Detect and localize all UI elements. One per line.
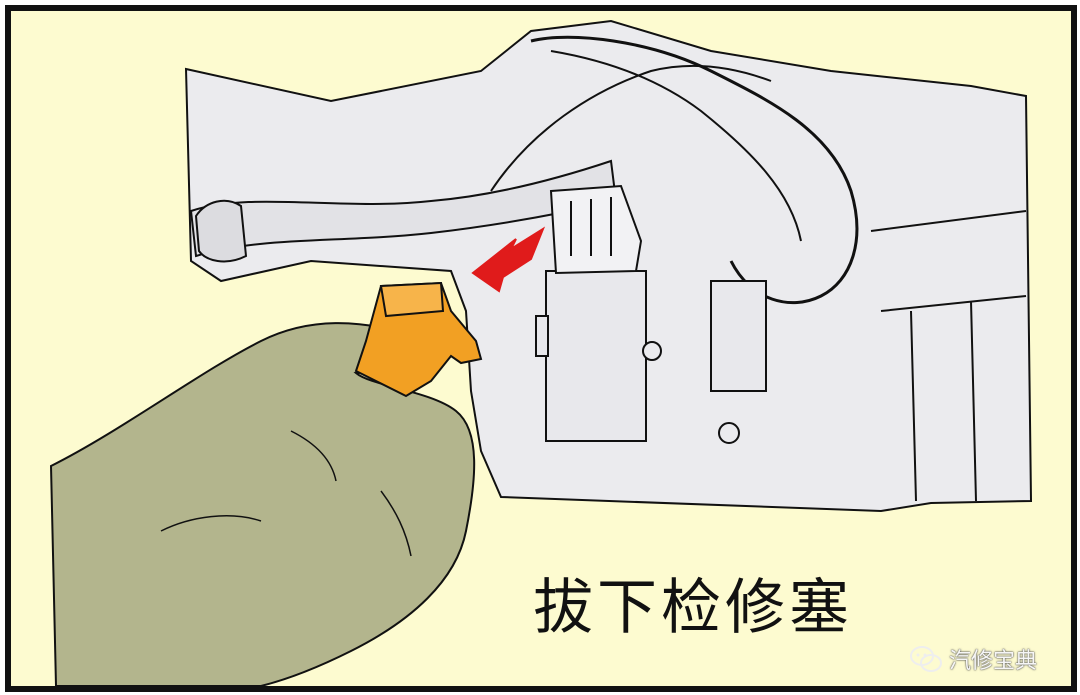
watermark: 汽修宝典 — [909, 643, 1037, 675]
service-plug-top — [379, 281, 445, 318]
wiring-harness-3 — [490, 64, 772, 192]
bolt — [642, 341, 662, 361]
left-hose-end — [194, 199, 248, 263]
connector-block — [545, 270, 647, 442]
glove-creases — [160, 430, 412, 557]
connector-tab — [535, 315, 549, 357]
illustration-canvas — [49, 19, 1033, 686]
wiring-harness-2 — [550, 50, 802, 242]
socket-terminals — [570, 197, 612, 256]
mount-hole — [718, 422, 740, 444]
wechat-icon — [910, 646, 942, 672]
watermark-label: 汽修宝典 — [949, 649, 1038, 674]
illustration-frame: 拔下检修塞 汽修宝典 — [5, 5, 1077, 692]
wiring-harness — [530, 35, 859, 305]
removal-arrow — [471, 226, 546, 293]
right-panel-lines — [870, 210, 1027, 502]
right-relay — [710, 280, 767, 392]
caption-text: 拔下检修塞 — [533, 573, 853, 643]
service-plug-socket — [549, 184, 643, 275]
